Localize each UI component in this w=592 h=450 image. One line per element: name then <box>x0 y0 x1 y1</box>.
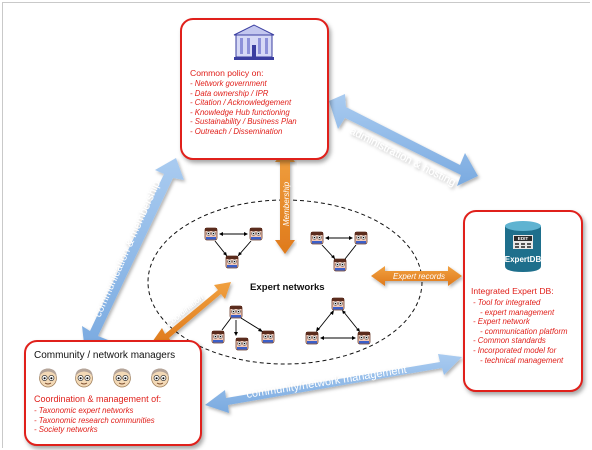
membership-arrow: Membership <box>275 149 295 254</box>
community-item: Society networks <box>34 425 155 435</box>
policy-item: Network government <box>190 79 297 89</box>
expert-records-arrow: Expert records <box>371 266 462 286</box>
admin-hosting-arrow: administration & hosting <box>329 94 478 189</box>
expertdb-item: communication platform <box>473 327 568 337</box>
expert-networks-ellipse <box>147 199 423 365</box>
community-title: Community / network managers <box>34 350 176 361</box>
expert-network-group-4 <box>305 297 371 345</box>
expertdb-heading: Integrated Expert DB: <box>471 286 554 296</box>
membership-label: Membership <box>282 181 291 226</box>
left-border <box>2 2 3 448</box>
expert-records-label: Expert records <box>393 272 445 281</box>
community-management-label: community/network management <box>246 364 408 401</box>
expert-networks-label: Expert networks <box>250 282 325 293</box>
expert-person-icon <box>225 255 239 269</box>
expert-person-icon <box>357 331 371 345</box>
expertdb-item: expert management <box>473 308 568 318</box>
manager-face-icon <box>74 368 94 388</box>
policy-list: Network government Data ownership / IPR … <box>190 79 297 137</box>
policy-item: Sustainability / Business Plan <box>190 117 297 127</box>
expert-person-icon <box>229 305 243 319</box>
expertdb-logo-text: ExpertDB <box>505 255 542 264</box>
community-list: Taxonomic expert networks Taxonomic rese… <box>34 406 155 435</box>
expertdb-item: Common standards <box>473 336 568 346</box>
policy-item: Knowledge Hub functioning <box>190 108 297 118</box>
expertdb-item: Incorporated model for <box>473 346 568 356</box>
expert-person-icon <box>310 231 324 245</box>
expert-person-icon <box>249 227 263 241</box>
community-management-arrow: community/network management <box>205 354 462 413</box>
manager-face-icon <box>112 368 132 388</box>
manager-face-icon <box>150 368 170 388</box>
expertdb-item: technical management <box>473 356 568 366</box>
manager-face-icon <box>38 368 58 388</box>
expertdb-list: Tool for integrated expert management Ex… <box>473 298 568 365</box>
policy-item: Data ownership / IPR <box>190 89 297 99</box>
top-border <box>2 2 590 3</box>
building-icon <box>233 24 275 60</box>
expert-network-group-2 <box>310 231 368 272</box>
expert-network-group-1 <box>204 227 263 269</box>
policy-item: Citation / Acknowledgement <box>190 98 297 108</box>
expert-person-icon <box>235 337 249 351</box>
communication-membership-label: communication & membership <box>92 179 163 319</box>
policy-heading: Common policy on: <box>190 68 264 78</box>
community-managers-box: Community / network managers Coordinatio… <box>24 340 202 446</box>
expert-person-icon <box>354 231 368 245</box>
expert-person-icon <box>261 330 275 344</box>
policy-item: Outreach / Dissemination <box>190 127 297 137</box>
common-policy-box: Common policy on: Network government Dat… <box>180 18 329 160</box>
expert-person-icon <box>305 331 319 345</box>
community-item: Taxonomic research communities <box>34 416 155 426</box>
expertdb-item: Expert network <box>473 317 568 327</box>
expert-person-icon <box>333 258 347 272</box>
expert-person-icon <box>211 330 225 344</box>
community-item: Taxonomic expert networks <box>34 406 155 416</box>
database-icon: EDIT ExpertDB <box>505 221 542 272</box>
community-heading: Coordination & management of: <box>34 394 162 404</box>
managers-group <box>38 368 170 388</box>
expertdb-item: Tool for integrated <box>473 298 568 308</box>
expertdb-box: EDIT ExpertDB Integrated Expert DB: Tool… <box>463 210 583 392</box>
expert-network-group-3 <box>211 305 275 351</box>
expert-person-icon <box>331 297 345 311</box>
edit-logo-text: EDIT <box>518 236 529 241</box>
expert-person-icon <box>204 227 218 241</box>
